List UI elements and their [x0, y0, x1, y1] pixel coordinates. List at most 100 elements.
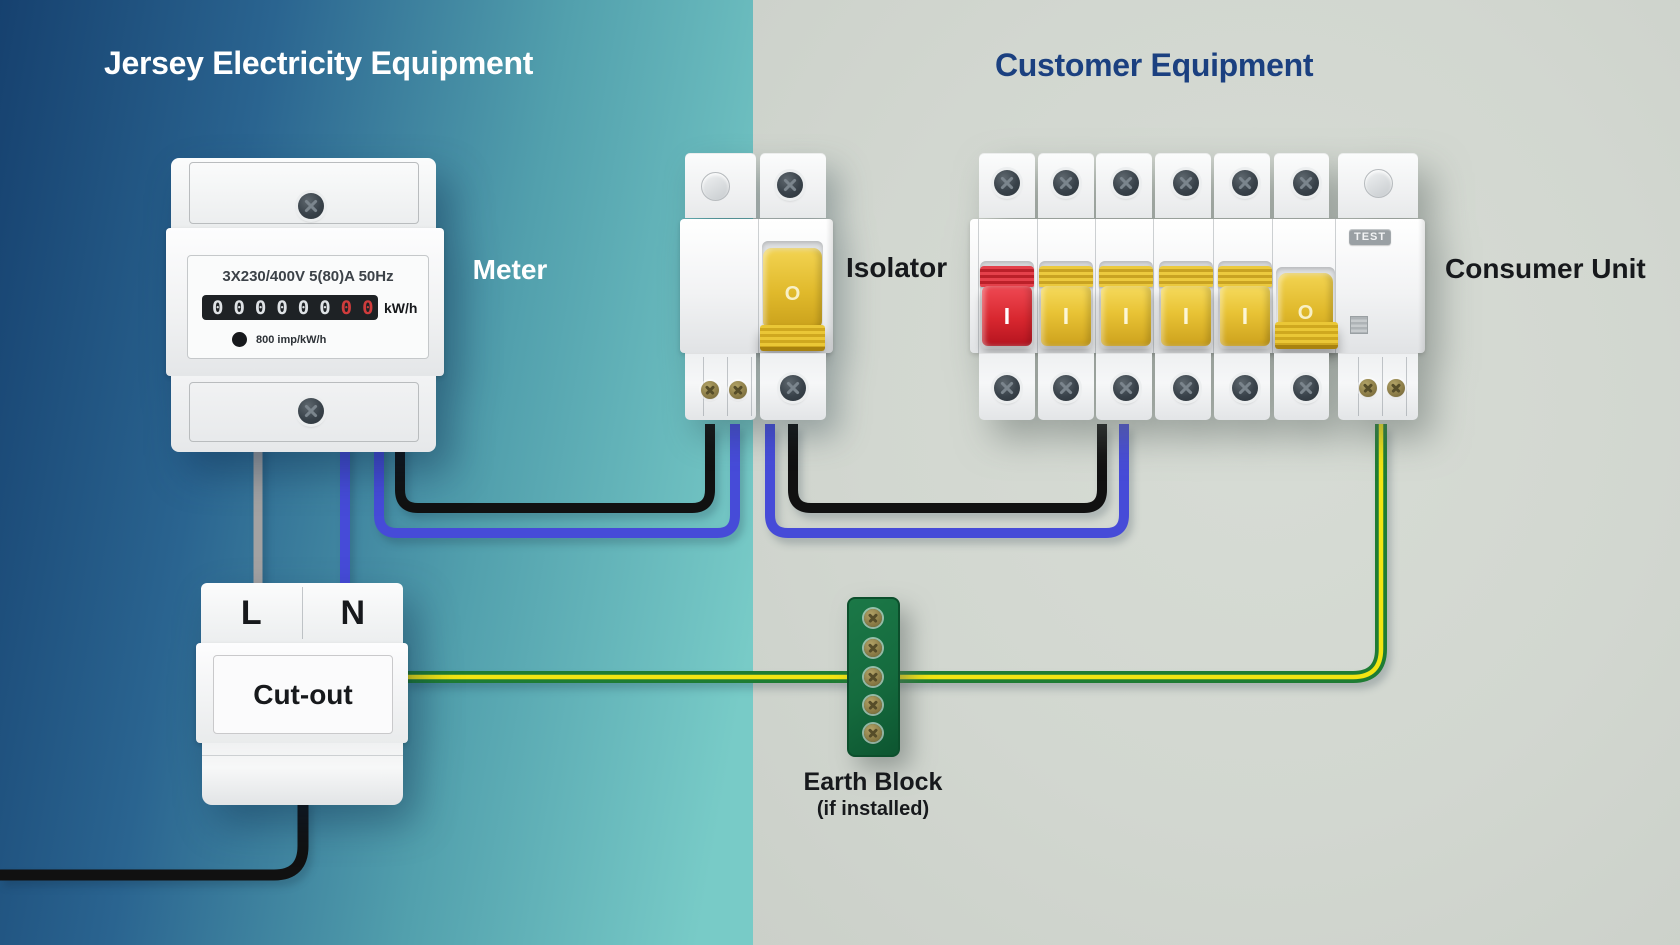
wire-isolator-to-consumer-neutral	[765, 424, 1129, 538]
meter-impulse-text: 800 imp/kW/h	[256, 333, 327, 346]
brass-screw-icon	[864, 609, 882, 627]
isolator-switch-off[interactable]: O	[763, 248, 822, 330]
left-section-title: Jersey Electricity Equipment	[104, 45, 534, 81]
meter-label: Meter	[472, 254, 548, 285]
wire-meter-to-isolator-neutral	[374, 424, 740, 538]
breaker-switch-on[interactable]: I	[1041, 286, 1091, 346]
module-top-tab	[1155, 153, 1211, 218]
isolator-device: O	[680, 153, 833, 420]
module-bottom-tab	[1155, 353, 1211, 420]
main-switch-red-on[interactable]: I	[982, 286, 1032, 346]
switch-state-i: I	[1003, 302, 1011, 329]
isolator-left-top-tab	[685, 153, 756, 218]
switch-state-i: I	[1182, 302, 1190, 329]
blank-circle-icon	[1364, 169, 1393, 198]
brass-screw-icon	[1387, 379, 1405, 397]
screw-icon	[994, 170, 1020, 196]
terminal-l: L	[240, 593, 262, 632]
isolator-main-body: O	[680, 219, 833, 353]
breaker-handle[interactable]	[1099, 266, 1153, 287]
screw-icon	[1232, 170, 1258, 196]
module-divider	[1153, 219, 1154, 353]
terminal-n: N	[340, 593, 366, 632]
screw-icon	[1113, 170, 1139, 196]
module-divider	[1037, 219, 1038, 353]
module-bottom-tab	[979, 353, 1035, 420]
cutout-label-panel: Cut-out	[213, 655, 393, 734]
module-divider	[1335, 219, 1336, 353]
test-button[interactable]: TEST	[1349, 229, 1392, 245]
module-top-tab	[979, 153, 1035, 218]
earth-block-device	[847, 597, 900, 757]
wire-cutout-supply-live	[0, 798, 309, 881]
rcd-top-tab	[1338, 153, 1418, 218]
consumer-unit-label: Consumer Unit	[1445, 253, 1646, 284]
switch-state-o: O	[784, 283, 801, 305]
rcd-indicator-window-icon	[1350, 316, 1368, 334]
screw-icon	[298, 398, 324, 424]
brass-screw-icon	[864, 639, 882, 657]
screw-icon	[1293, 170, 1319, 196]
main-switch-handle[interactable]	[980, 266, 1034, 287]
consumer-unit-main-body: I I I I I	[970, 219, 1425, 353]
wire-meter-to-isolator-live	[395, 424, 715, 513]
module-divider	[978, 219, 979, 353]
meter-bottom-cover	[171, 376, 436, 452]
screw-icon	[777, 172, 803, 198]
module-top-tab	[1274, 153, 1329, 218]
breaker-switch-on[interactable]: I	[1101, 286, 1151, 346]
meter-top-cover	[171, 158, 436, 228]
screw-icon	[1232, 375, 1258, 401]
terminal-divider	[301, 587, 303, 639]
brass-screw-icon	[864, 696, 882, 714]
breaker-switch-on[interactable]: I	[1220, 286, 1270, 346]
breaker-handle[interactable]	[1039, 266, 1093, 287]
isolator-label: Isolator	[846, 252, 948, 283]
earth-block-label: Earth Block	[803, 768, 943, 796]
brass-screw-icon	[864, 668, 882, 686]
meter-digits-red: 00	[340, 296, 384, 319]
right-section-title: Customer Equipment	[995, 47, 1314, 83]
isolator-left-bottom-tab	[685, 353, 756, 420]
impulse-led-icon	[232, 332, 247, 347]
screw-icon	[994, 375, 1020, 401]
isolator-right-top-tab	[760, 153, 826, 218]
screw-icon	[1053, 375, 1079, 401]
wire-earth-yellow-stripe	[405, 424, 1384, 680]
rcd-bottom-tab	[1338, 353, 1418, 420]
screw-icon	[1113, 375, 1139, 401]
cutout-bottom-cover	[202, 743, 403, 805]
cutout-terminal-row: L N	[201, 583, 403, 643]
brass-screw-icon	[729, 381, 747, 399]
breaker-handle[interactable]	[1159, 266, 1213, 287]
meter-rating-text: 3X230/400V 5(80)A 50Hz	[222, 268, 394, 285]
meter-impulse-row: 800 imp/kW/h	[232, 332, 326, 347]
module-bottom-tab	[1096, 353, 1152, 420]
module-divider	[1095, 219, 1096, 353]
blank-circle-icon	[701, 172, 730, 201]
module-top-tab	[1038, 153, 1094, 218]
brass-screw-icon	[1359, 379, 1377, 397]
meter-unit-label: kW/h	[384, 300, 418, 316]
switch-state-o: O	[1297, 302, 1314, 324]
breaker-handle[interactable]	[1218, 266, 1272, 287]
cutout-device: L N Cut-out	[196, 583, 408, 805]
brass-screw-icon	[701, 381, 719, 399]
breaker-switch-on[interactable]: I	[1161, 286, 1211, 346]
terminal-groove	[751, 357, 752, 416]
rcd-switch-handle[interactable]	[1275, 322, 1338, 349]
switch-state-i: I	[1122, 302, 1130, 329]
module-bottom-tab	[1038, 353, 1094, 420]
switch-state-i: I	[1241, 302, 1249, 329]
terminal-groove	[727, 357, 728, 416]
module-top-tab	[1214, 153, 1270, 218]
terminal-groove	[1382, 357, 1383, 416]
module-divider	[758, 219, 759, 353]
earth-block-sublabel: (if installed)	[816, 798, 930, 820]
isolator-switch-handle[interactable]	[760, 325, 825, 351]
module-top-tab	[1096, 153, 1152, 218]
